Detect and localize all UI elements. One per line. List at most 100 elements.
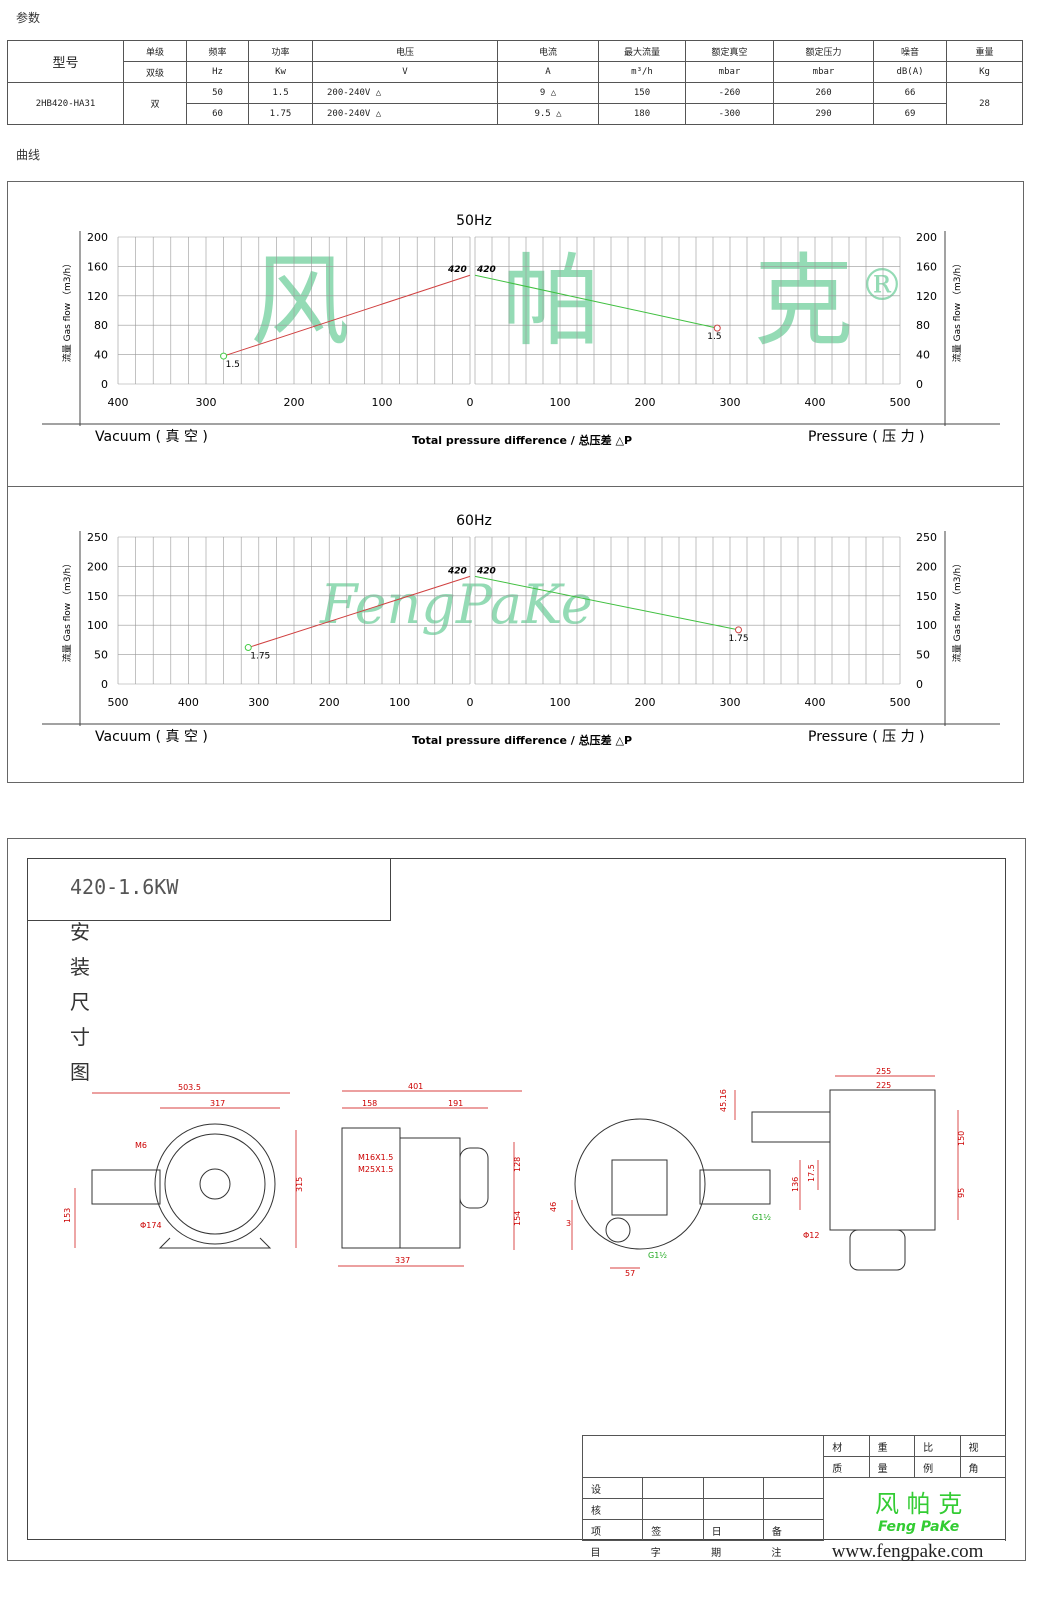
dim-label: Φ12 <box>803 1231 819 1240</box>
x-tick-label-pressure: 500 <box>890 396 911 409</box>
x-tick-label-vacuum: 300 <box>196 396 217 409</box>
x-tick-label-vacuum: 300 <box>248 696 269 709</box>
cell: 180 <box>598 103 686 125</box>
y-tick-label-left: 250 <box>87 531 108 544</box>
chart-frame <box>7 181 1024 783</box>
x-tick-label-pressure: 100 <box>550 396 571 409</box>
drawing-inner-frame <box>27 858 1006 1540</box>
cell: 60 <box>186 103 249 125</box>
dim-label: 317 <box>210 1099 225 1108</box>
dim-label: 45.16 <box>719 1089 728 1112</box>
y-tick-label-right: 0 <box>916 378 923 391</box>
logo-cn: 风 帕 克 <box>874 1489 963 1518</box>
x-tick-label-vacuum: 400 <box>108 396 129 409</box>
series-line-pressure <box>474 575 739 631</box>
chart-title: 50Hz <box>456 213 492 229</box>
dim-label: 46 <box>549 1202 558 1212</box>
y-tick-label-left: 200 <box>87 231 108 244</box>
tb-cell: 角 <box>959 1456 1006 1478</box>
dim-label: M6 <box>135 1141 147 1150</box>
dim-label: Φ174 <box>140 1221 162 1230</box>
tb-cell: 视 <box>959 1435 1006 1457</box>
tb-cell: 设 <box>581 1477 644 1499</box>
y-tick-label-left: 120 <box>87 290 108 303</box>
y-tick-label-left: 40 <box>94 349 108 362</box>
tb-cell: 项 <box>581 1519 644 1541</box>
y-tick-label-left: 100 <box>87 619 108 632</box>
vacuum-label: Vacuum ( 真 空 ) <box>95 729 208 745</box>
section-curves: 曲线 <box>16 148 41 162</box>
y-tick-label-left: 80 <box>94 319 108 332</box>
point-label: 1.5 <box>707 332 721 342</box>
y-tick-label-left: 160 <box>87 260 108 273</box>
y-axis-label-left: 流量 Gas flow （m3/h） <box>61 559 73 663</box>
website: www.fengpake.com <box>831 1540 984 1562</box>
y-tick-label-left: 0 <box>101 678 108 691</box>
dim-label: 136 <box>791 1177 800 1192</box>
dim-label: 57 <box>625 1269 635 1278</box>
dim-label: M16X1.5 <box>358 1153 393 1162</box>
y-tick-label-right: 160 <box>916 260 937 273</box>
x-tick-label-vacuum: 500 <box>108 696 129 709</box>
y-axis-label-right: 流量 Gas flow （m3/h） <box>951 559 963 663</box>
tb-cell: 核 <box>581 1498 644 1520</box>
stage-value: 双 <box>123 82 187 125</box>
tb-cell: 注 <box>771 1548 782 1560</box>
cell: 1.75 <box>248 103 313 125</box>
blower-top-view <box>751 1089 936 1271</box>
model-value: 2HB420-HA31 <box>7 82 124 125</box>
tb-cell: 备 <box>762 1519 825 1541</box>
blower-front-view <box>341 1127 489 1249</box>
tb-cell: 字 <box>650 1548 661 1560</box>
data-point <box>220 352 228 360</box>
table-row: 60 1.75 200-240V △ 9.5 △ 180 -300 290 69 <box>8 103 1023 125</box>
section-params: 参数 <box>16 11 41 25</box>
x-tick-label-pressure: 400 <box>805 696 826 709</box>
x-tick-label-pressure: 100 <box>550 696 571 709</box>
x-tick-label-vacuum: 400 <box>178 696 199 709</box>
tb-cell: 质 <box>823 1456 870 1478</box>
x-tick-label-pressure: 400 <box>805 396 826 409</box>
drawing-title-box <box>27 858 391 921</box>
data-point <box>735 626 742 634</box>
point-label: 420 <box>476 566 496 576</box>
series-line-pressure <box>474 274 718 329</box>
dim-label: 337 <box>395 1256 410 1265</box>
dim-label: 503.5 <box>178 1083 201 1092</box>
y-axis-label-left: 流量 Gas flow （m3/h） <box>61 259 73 363</box>
point-label: 1.75 <box>250 652 270 662</box>
y-tick-label-right: 50 <box>916 649 930 662</box>
dim-label: M25X1.5 <box>358 1165 393 1174</box>
model-header: 型号 <box>7 40 124 83</box>
x-tick-label-vacuum: 0 <box>467 696 474 709</box>
y-tick-label-right: 120 <box>916 290 937 303</box>
point-label: 420 <box>447 265 467 275</box>
y-tick-label-right: 0 <box>916 678 923 691</box>
drawing-subtitle: 安装尺寸图 <box>70 920 90 1084</box>
x-axis-label: Total pressure difference / 总压差 △P <box>412 733 632 747</box>
x-tick-label-pressure: 500 <box>890 696 911 709</box>
dim-label: G1½ <box>648 1251 667 1260</box>
data-point <box>244 644 252 652</box>
drawing-frame <box>7 838 1026 1561</box>
blower-rear-view <box>574 1118 771 1250</box>
tb-cell: 材 <box>823 1435 870 1457</box>
dim-label: 17.5 <box>807 1164 816 1182</box>
x-tick-label-vacuum: 200 <box>284 396 305 409</box>
y-tick-label-right: 200 <box>916 231 937 244</box>
cell: 290 <box>773 103 874 125</box>
blower-side-view <box>91 1123 276 1249</box>
vacuum-label: Vacuum ( 真 空 ) <box>95 429 208 445</box>
y-axis-label-right: 流量 Gas flow （m3/h） <box>951 259 963 363</box>
point-label: 1.5 <box>226 360 240 370</box>
y-tick-label-left: 150 <box>87 590 108 603</box>
dim-label: 95 <box>957 1188 966 1198</box>
cell: 69 <box>873 103 947 125</box>
y-tick-label-right: 100 <box>916 619 937 632</box>
tb-cell: 签 <box>642 1519 704 1541</box>
cell: 200-240V △ <box>312 103 498 125</box>
y-tick-label-left: 200 <box>87 560 108 573</box>
data-point <box>713 324 721 332</box>
dim-label: 150 <box>957 1131 966 1146</box>
